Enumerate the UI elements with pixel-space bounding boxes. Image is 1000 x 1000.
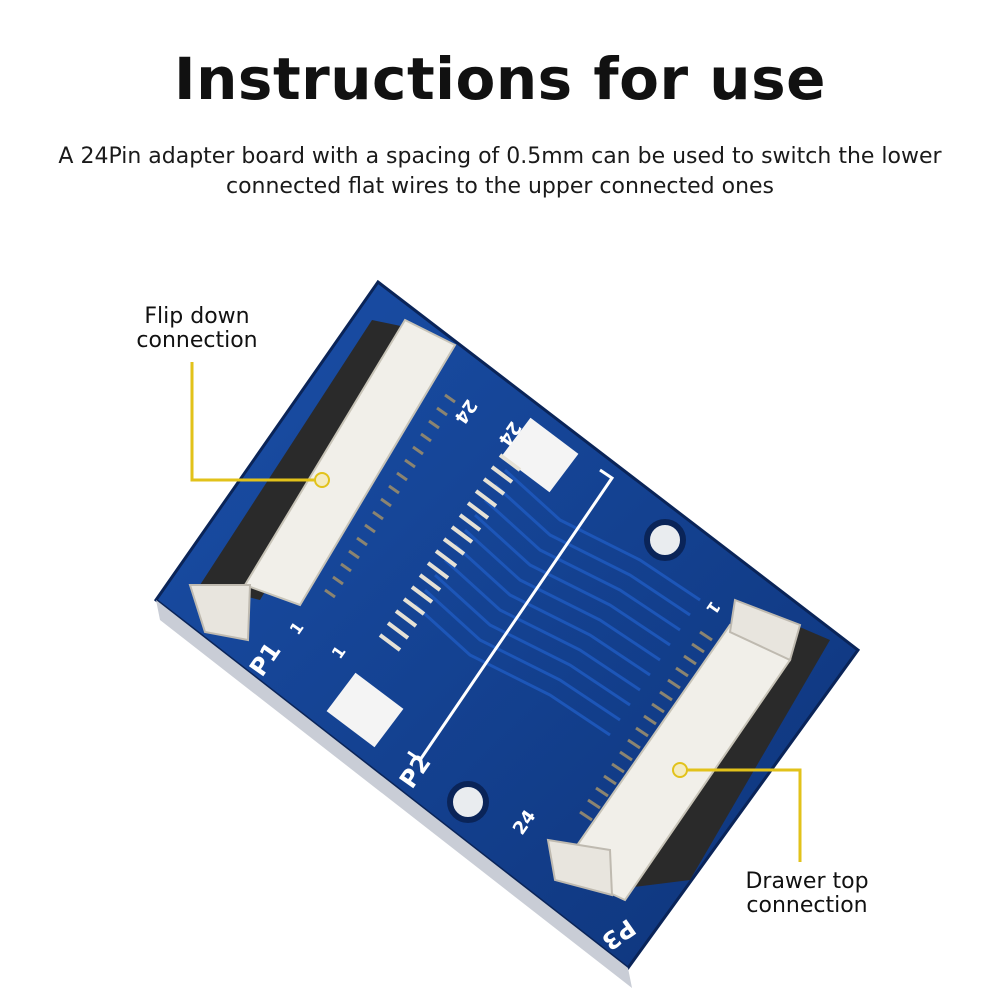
callout-dot-drawer [672,762,688,778]
callout-flip-line-2: connection [136,328,258,353]
page-subtitle: A 24Pin adapter board with a spacing of … [30,142,970,202]
mounting-hole-top [644,519,686,561]
callout-line-drawer [680,768,802,862]
callout-drawer-line-2: connection [746,893,868,918]
callout-drawer-top: Drawer top connection [722,870,892,918]
subtitle-line-1: A 24Pin adapter board with a spacing of … [58,144,942,169]
pcb-traces [413,468,701,737]
pad-bottom [326,672,404,748]
connector-p3 [546,598,830,902]
callout-flip-line-1: Flip down [144,304,250,329]
p2-outline [407,468,615,763]
pcb-edge-shadow [156,600,632,988]
page-title: Instructions for use [174,45,826,113]
subtitle-line-2: connected flat wires to the upper connec… [225,174,775,199]
callout-line-flip [190,362,322,482]
connector-p2-pads [378,453,522,652]
pad-top [501,417,579,493]
callout-dot-flip [314,472,330,488]
mounting-hole-bottom [447,781,489,823]
callout-flip-down: Flip down connection [112,305,282,353]
connector-p1 [188,318,457,642]
callout-drawer-line-1: Drawer top [745,869,869,894]
